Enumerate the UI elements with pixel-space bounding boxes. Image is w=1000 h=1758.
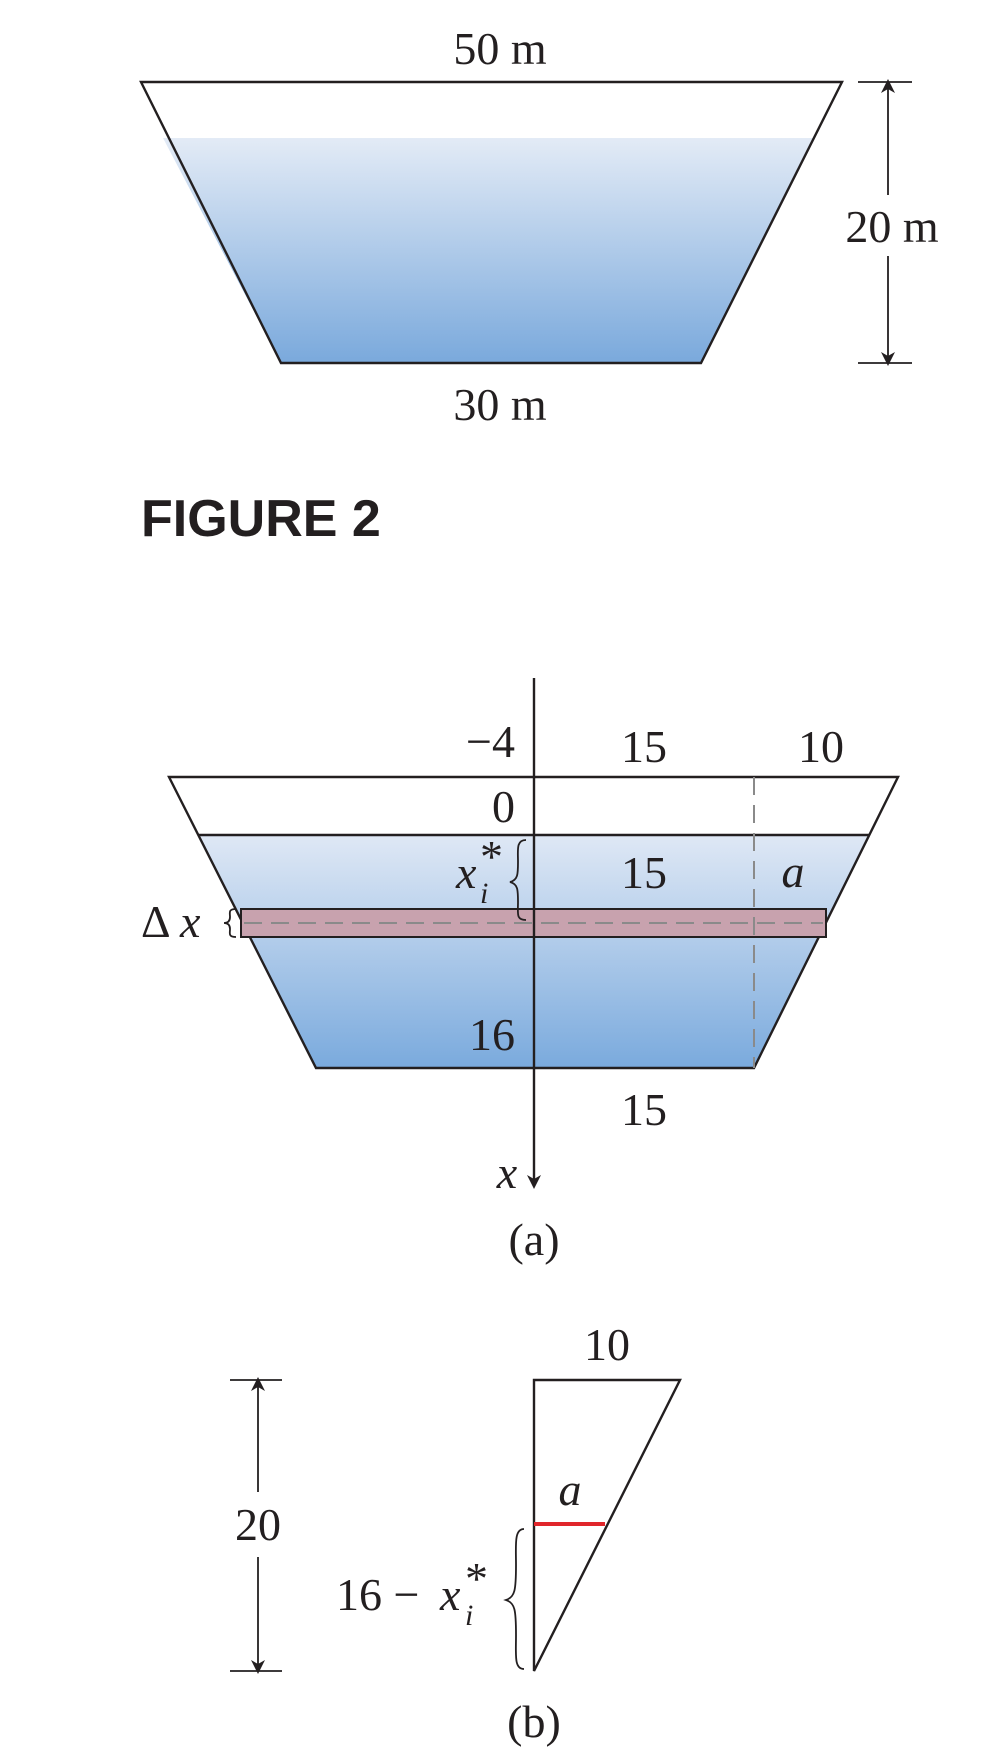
panel-a-label-mid-15: 15 [621,847,667,898]
panel-a-xi-sub: i [480,877,488,910]
panel-a-delta-x-label: Δ x [141,896,201,947]
panel-b-height-label: 20 [235,1499,281,1550]
panel-a-label-bottom-15: 15 [621,1084,667,1135]
panel-b-expr-sub: i [465,1599,473,1632]
panel-a-axis-x-label: x [496,1147,518,1198]
panel-a-caption: (a) [508,1214,559,1265]
panel-a-label-mid-a: a [782,846,805,897]
panel-a-xi-base: x [455,847,477,898]
panel-b-group: 10 a 20 16 − x i * (b) [230,1319,682,1747]
panel-b-label-top-10: 10 [584,1319,630,1370]
panel-b-expression-label: 16 − x i * [336,1553,488,1632]
panel-b-expr-prefix: 16 − [336,1569,431,1620]
panel-a-xi-brace [509,839,527,921]
panel-a-xi-star: * [480,831,503,882]
figure2-trapezoid-outline [139,80,844,365]
panel-a-label-zero: 0 [492,781,515,832]
figure2-top-label: 50 m [453,23,547,74]
panel-a-label-top-10: 10 [798,721,844,772]
panel-a-label-16: 16 [469,1009,515,1060]
figure2-bottom-label: 30 m [453,379,547,430]
panel-a-dx-brace [223,908,237,938]
figure2-water [163,138,814,363]
figure2-caption: FIGURE 2 [141,490,381,548]
panel-a-dx-delta: Δ [141,896,171,947]
panel-a-xi-star-label: x i * [455,831,503,910]
panel-a-dx-x: x [179,896,201,947]
panel-b-brace [503,1528,525,1670]
panel-a-label-top-15: 15 [621,721,667,772]
figure2-height-label: 20 m [845,201,939,252]
panel-b-caption: (b) [507,1696,561,1747]
panel-b-expr-star: * [465,1553,488,1604]
panel-a-group: x −4 15 10 0 x i * 15 a Δ x 16 15 (a) [141,678,900,1265]
figure2-group: 50 m 30 m 20 m FIGURE 2 [139,23,939,548]
panel-a-label-minus4: −4 [466,716,515,767]
panel-b-label-a: a [559,1464,582,1515]
panel-b-expr-x: x [439,1569,461,1620]
